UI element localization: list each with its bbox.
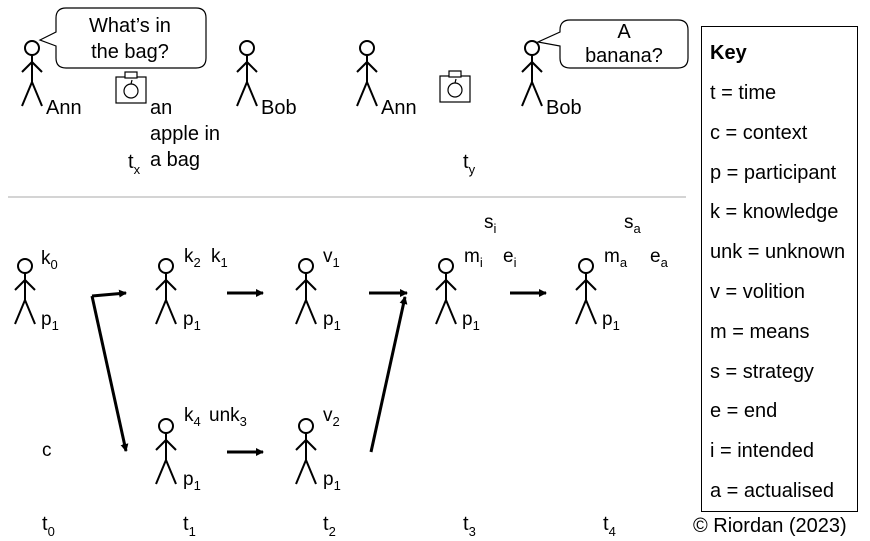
object-caption-line-2: apple in bbox=[150, 123, 220, 145]
time-label-t0: t0 bbox=[42, 513, 55, 539]
stick-figure-bob-left bbox=[236, 40, 258, 107]
context-label: c bbox=[42, 440, 52, 461]
stick-figure-t1-lower bbox=[155, 418, 177, 485]
label-sa: sa bbox=[624, 212, 642, 236]
stick-figure-bob-right bbox=[521, 40, 543, 107]
speech-bubble-right bbox=[536, 19, 689, 69]
key-panel: Key t = time c = context p = participant… bbox=[701, 26, 858, 512]
label-p1-n2b: p1 bbox=[323, 469, 341, 493]
key-item-end: e = end bbox=[710, 400, 778, 423]
label-ei: ei bbox=[503, 246, 517, 270]
object-caption-line-1: an bbox=[150, 97, 172, 119]
key-item-intended: i = intended bbox=[710, 440, 814, 463]
stick-figure-ann-left bbox=[21, 40, 43, 107]
key-item-time: t = time bbox=[710, 82, 777, 104]
label-p1-n0: p1 bbox=[41, 309, 59, 333]
label-k1: k1 bbox=[211, 246, 228, 270]
label-mi: mi bbox=[464, 246, 483, 270]
label-p1-n2a: p1 bbox=[323, 309, 341, 333]
label-k4: k4 bbox=[184, 405, 201, 429]
stick-figure-t3 bbox=[435, 258, 457, 325]
stick-figure-t4 bbox=[575, 258, 597, 325]
label-unk3: unk3 bbox=[209, 405, 247, 429]
ann-label-left: Ann bbox=[46, 97, 82, 119]
speech-left-line-1: What’s in bbox=[89, 15, 171, 37]
speech-right-line-1: A bbox=[617, 21, 631, 43]
key-item-volition: v = volition bbox=[710, 280, 806, 303]
key-item-means: m = means bbox=[710, 320, 810, 343]
stick-figure-ann-right bbox=[356, 40, 378, 107]
key-item-strategy: s = strategy bbox=[710, 360, 814, 383]
time-label-t1: t1 bbox=[183, 513, 196, 539]
arrow-t2-to-t3-lower bbox=[369, 296, 408, 453]
label-p1-n3: p1 bbox=[462, 309, 480, 333]
label-ea: ea bbox=[650, 246, 669, 270]
stick-figure-t2-lower bbox=[295, 418, 317, 485]
apple-bag-icon bbox=[115, 71, 147, 104]
label-v2: v2 bbox=[323, 405, 340, 429]
stick-figure-t1-upper bbox=[155, 258, 177, 325]
bob-label-right: Bob bbox=[546, 97, 582, 119]
label-ma: ma bbox=[604, 246, 628, 270]
arrow-t0-to-t1-lower bbox=[90, 295, 129, 452]
key-item-actualised: a = actualised bbox=[710, 479, 834, 502]
key-item-unknown: unk = unknown bbox=[710, 241, 846, 264]
speech-bubble-left bbox=[38, 7, 207, 69]
speech-right-line-2: banana? bbox=[585, 45, 663, 67]
object-caption-line-3: a bag bbox=[150, 149, 200, 171]
label-si: si bbox=[484, 212, 497, 236]
bob-label-left: Bob bbox=[261, 97, 297, 119]
arrows bbox=[90, 289, 547, 456]
key-item-context: c = context bbox=[710, 121, 808, 144]
arrow-t0-to-t1-upper bbox=[91, 289, 127, 298]
time-label-t4: t4 bbox=[603, 513, 616, 539]
stick-figure-t2-upper bbox=[295, 258, 317, 325]
label-k2: k2 bbox=[184, 246, 201, 270]
time-label-t3: t3 bbox=[463, 513, 476, 539]
label-k0: k0 bbox=[41, 248, 58, 272]
key-title: Key bbox=[710, 42, 747, 64]
stick-figures bbox=[14, 40, 597, 485]
label-v1: v1 bbox=[323, 246, 340, 270]
key-item-knowledge: k = knowledge bbox=[710, 201, 839, 224]
time-label-t2: t2 bbox=[323, 513, 336, 539]
copyright-notice: © Riordan (2023) bbox=[693, 515, 847, 537]
key-item-participant: p = participant bbox=[710, 161, 837, 184]
label-p1-n4: p1 bbox=[602, 309, 620, 333]
stick-figure-t0 bbox=[14, 258, 36, 325]
speech-left-line-2: the bag? bbox=[91, 41, 169, 63]
time-label-ty: ty bbox=[463, 151, 476, 177]
time-label-tx: tx bbox=[128, 151, 141, 177]
ann-label-right: Ann bbox=[381, 97, 417, 119]
label-p1-n1a: p1 bbox=[183, 309, 201, 333]
apple-bag-icon-2 bbox=[439, 70, 471, 103]
label-p1-n1b: p1 bbox=[183, 469, 201, 493]
